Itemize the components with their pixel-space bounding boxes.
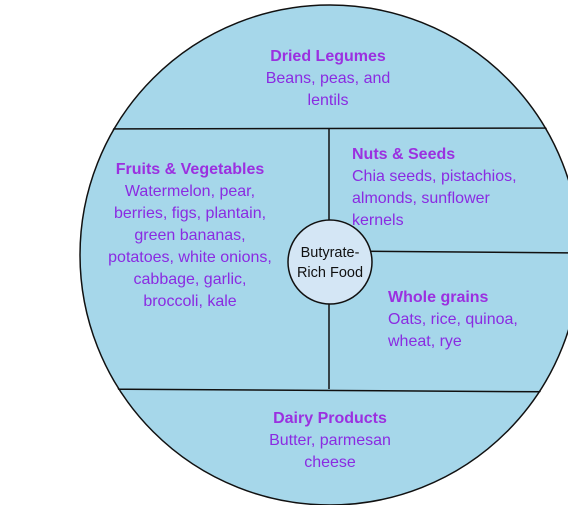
section-title: Dried Legumes	[270, 48, 386, 65]
section-items: Chia seeds, pistachios, almonds, sunflow…	[352, 168, 517, 229]
section-whole-grains: Whole grains Oats, rice, quinoa, wheat, …	[388, 287, 558, 353]
section-title: Dairy Products	[273, 410, 387, 427]
section-items: Watermelon, pear, berries, figs, plantai…	[108, 183, 272, 310]
section-title: Whole grains	[388, 289, 489, 306]
section-items: Oats, rice, quinoa, wheat, rye	[388, 311, 518, 350]
center-label: Butyrate- Rich Food	[296, 245, 364, 281]
section-dairy-products: Dairy Products Butter, parmesan cheese	[220, 408, 440, 474]
section-fruits-vegetables: Fruits & Vegetables Watermelon, pear, be…	[90, 159, 290, 313]
section-title: Fruits & Vegetables	[115, 161, 265, 178]
section-nuts-seeds: Nuts & Seeds Chia seeds, pistachios, alm…	[352, 144, 552, 232]
center-circle	[287, 219, 373, 305]
section-items: Butter, parmesan cheese	[269, 432, 391, 471]
divider-top	[79, 127, 568, 130]
divider-bottom	[79, 388, 568, 393]
section-dried-legumes: Dried Legumes Beans, peas, and lentils	[208, 46, 448, 112]
section-title: Nuts & Seeds	[352, 146, 456, 163]
section-items: Beans, peas, and lentils	[265, 70, 391, 109]
